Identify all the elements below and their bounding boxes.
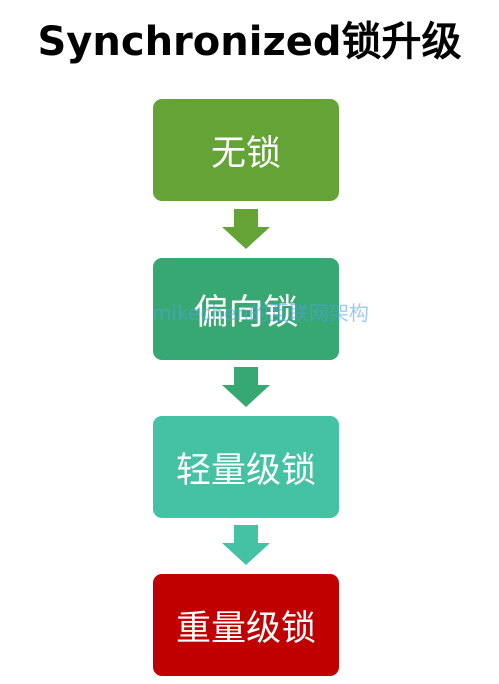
arrow-shape <box>222 209 270 249</box>
arrow-shape <box>222 367 270 407</box>
step-biased-lock: 偏向锁 <box>153 258 339 360</box>
step-lightweight-lock: 轻量级锁 <box>153 416 339 518</box>
step-no-lock: 无锁 <box>153 99 339 201</box>
step-heavyweight-lock: 重量级锁 <box>153 574 339 676</box>
arrow-shape <box>222 525 270 565</box>
down-arrow-icon <box>222 367 270 407</box>
down-arrow-icon <box>222 525 270 565</box>
down-arrow-icon <box>222 209 270 249</box>
diagram-title: Synchronized锁升级 <box>37 19 462 65</box>
